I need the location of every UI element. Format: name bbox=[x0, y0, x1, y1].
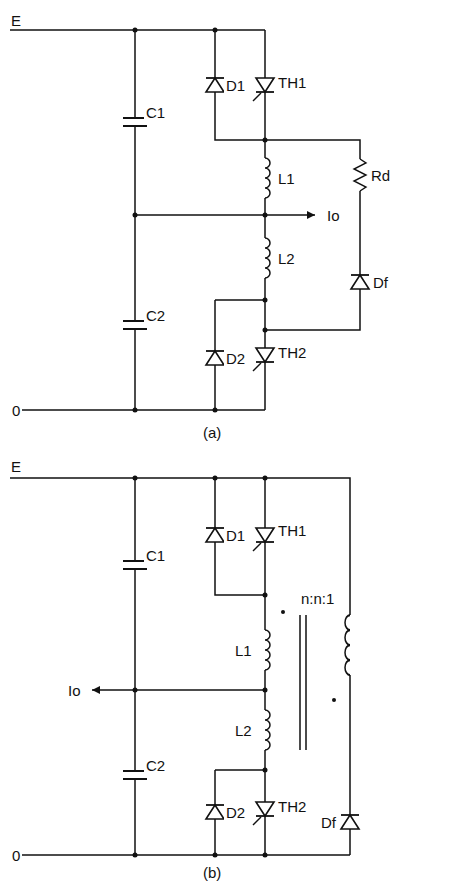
wires-b bbox=[10, 478, 350, 855]
component-label: L2 bbox=[276, 250, 297, 267]
diode-symbol bbox=[206, 528, 224, 542]
figure-label: (b) bbox=[201, 864, 223, 881]
thyristor-symbol bbox=[253, 528, 274, 551]
component-label: C2 bbox=[144, 757, 167, 774]
component-label: Io bbox=[66, 682, 83, 699]
junction-dots-a bbox=[133, 28, 268, 413]
component-label: C1 bbox=[144, 547, 167, 564]
inductor-symbol bbox=[342, 615, 352, 675]
junction-dots-b bbox=[133, 476, 337, 858]
component-label: L1 bbox=[233, 642, 254, 659]
thyristor-symbol bbox=[253, 802, 274, 825]
component-label: TH2 bbox=[276, 344, 308, 361]
inductor-symbol bbox=[263, 630, 273, 670]
component-label: L1 bbox=[276, 170, 297, 187]
component-label: TH1 bbox=[276, 522, 308, 539]
diode-symbol bbox=[341, 815, 359, 829]
component-label: Df bbox=[319, 814, 338, 831]
component-label: L2 bbox=[233, 722, 254, 739]
diode-symbol bbox=[351, 275, 369, 289]
component-label: Df bbox=[371, 274, 390, 291]
inductor-symbol bbox=[263, 238, 273, 278]
component-label: D2 bbox=[224, 804, 247, 821]
diode-symbol bbox=[206, 351, 224, 365]
component-label: D1 bbox=[224, 527, 247, 544]
component-label: C2 bbox=[144, 307, 167, 324]
component-label: E bbox=[9, 12, 23, 29]
wires-a bbox=[10, 30, 360, 410]
inductor-symbol bbox=[263, 710, 273, 750]
component-label: n:n:1 bbox=[299, 590, 336, 607]
component-label: Io bbox=[325, 207, 342, 224]
diode-symbol bbox=[206, 805, 224, 819]
component-label: D1 bbox=[224, 77, 247, 94]
component-label: Rd bbox=[369, 167, 392, 184]
component-label: TH2 bbox=[276, 798, 308, 815]
thyristor-symbol bbox=[253, 78, 274, 101]
diode-symbol bbox=[206, 78, 224, 92]
figure-label: (a) bbox=[201, 424, 223, 441]
inductor-symbol bbox=[263, 158, 273, 198]
component-label: C1 bbox=[144, 104, 167, 121]
thyristor-symbol bbox=[253, 348, 274, 371]
component-label: 0 bbox=[10, 847, 22, 864]
component-label: E bbox=[9, 458, 23, 475]
component-label: D2 bbox=[224, 350, 247, 367]
component-label: TH1 bbox=[276, 74, 308, 91]
resistor-symbol bbox=[352, 159, 368, 191]
component-label: 0 bbox=[10, 402, 22, 419]
